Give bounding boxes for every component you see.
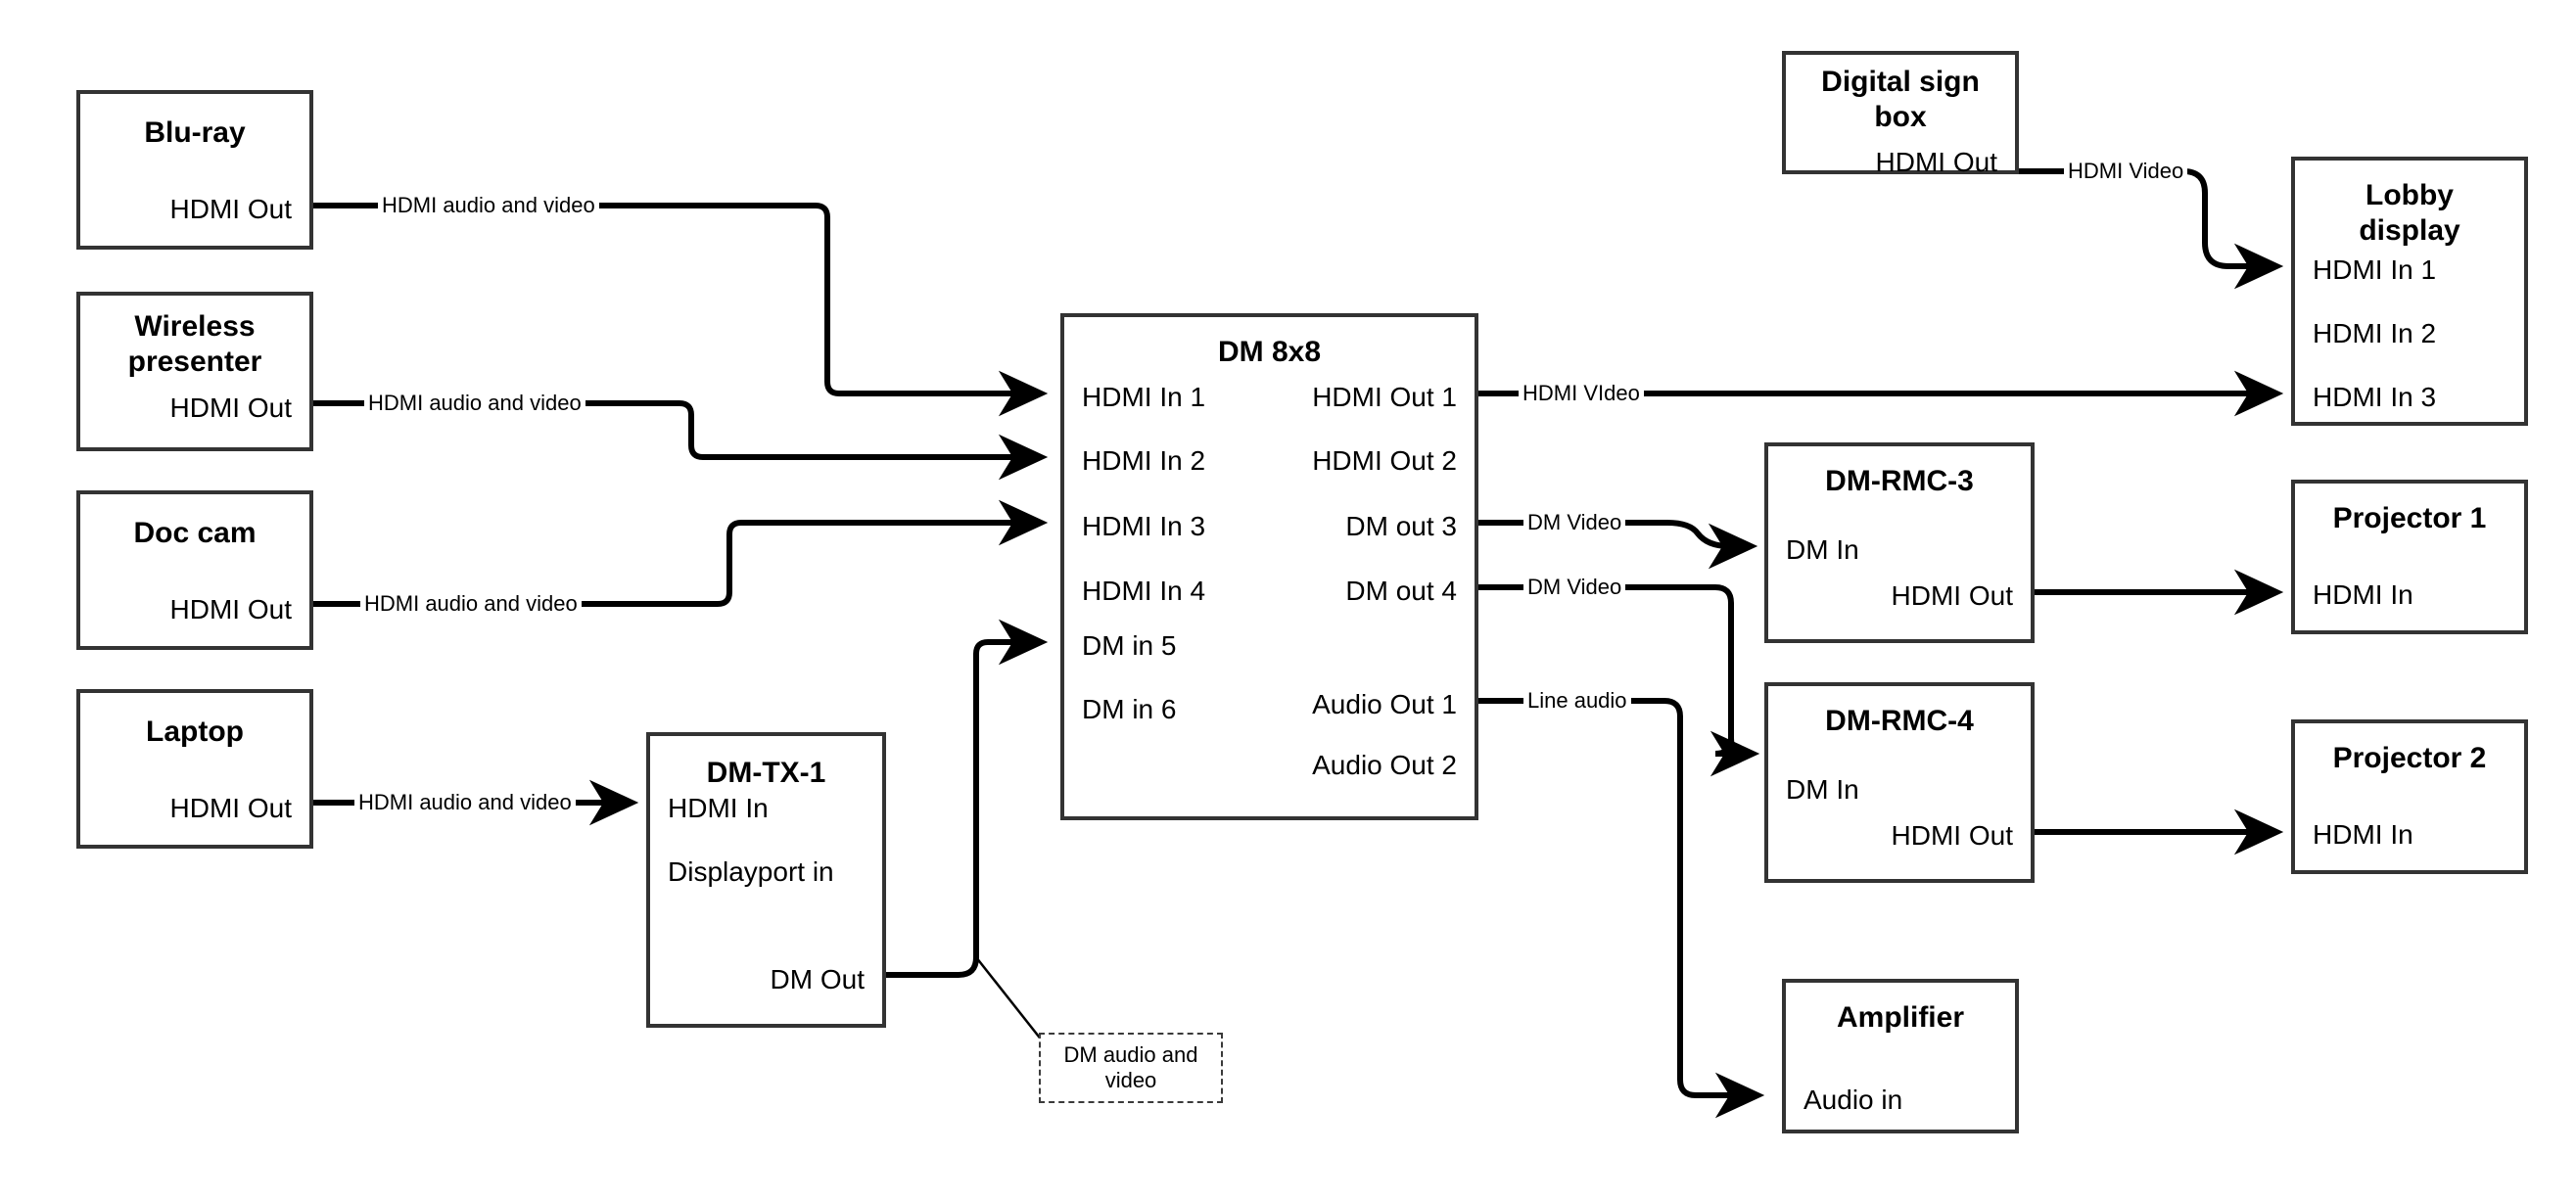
lobby-display-input-hdmi-in-3: HDMI In 3 (2313, 382, 2437, 412)
bluray-title: Blu-ray (144, 116, 246, 149)
dm-8x8-output-dm-out-4: DM out 4 (1345, 576, 1457, 606)
dm-tx-1-port-displayport-in: Displayport in (668, 856, 834, 887)
node-dm-rmc-3[interactable]: DM-RMC-3 DM In HDMI Out (1764, 442, 2035, 643)
dm-8x8-title: DM 8x8 (1217, 336, 1322, 368)
node-digital-sign-box[interactable]: Digital sign box HDMI Out (1782, 51, 2019, 177)
projector-2-port-hdmi-in: HDMI In (2313, 819, 2413, 850)
dm-rmc-4-port-dm-in: DM In (1786, 774, 1859, 805)
digital-sign-box-title-line2: box (1874, 101, 1927, 133)
lobby-display-input-hdmi-in-1: HDMI In 1 (2313, 254, 2437, 285)
wireless-presenter-title-line1: Wireless (134, 310, 256, 343)
lobby-display-title-line2: display (2359, 214, 2460, 247)
dm-tx-1-port-dm-out: DM Out (770, 964, 865, 994)
bluray-port-hdmi-out: HDMI Out (169, 194, 292, 224)
node-amplifier[interactable]: Amplifier Audio in (1782, 979, 2019, 1133)
wireless-presenter-port-hdmi-out: HDMI Out (169, 393, 292, 423)
dm-8x8-input-hdmi-in-3: HDMI In 3 (1082, 511, 1206, 541)
node-lobby-display[interactable]: Lobby display HDMI In 1 HDMI In 2 HDMI I… (2291, 157, 2528, 426)
dm-rmc-4-title: DM-RMC-4 (1825, 705, 1974, 737)
note-dm-audio-and-video: DM audio and video (1039, 1033, 1223, 1103)
wire-label-dm-audioout1-to-amp: Line audio (1523, 689, 1631, 713)
node-laptop[interactable]: Laptop HDMI Out (76, 689, 313, 849)
dm-tx-1-port-hdmi-in: HDMI In (668, 793, 769, 823)
amplifier-title: Amplifier (1836, 1001, 1965, 1034)
dm-8x8-input-hdmi-in-4: HDMI In 4 (1082, 576, 1206, 606)
node-wireless-presenter[interactable]: Wireless presenter HDMI Out (76, 292, 313, 451)
laptop-title: Laptop (146, 716, 244, 748)
wire-sign-to-lobby-in1 (2019, 168, 2284, 290)
wire-dm-out4-to-rmc4 (1478, 584, 1751, 757)
dm-rmc-3-port-hdmi-out: HDMI Out (1891, 580, 2013, 611)
doc-cam-title: Doc cam (133, 517, 257, 549)
projector-2-title: Projector 2 (2332, 742, 2487, 774)
dm-8x8-input-hdmi-in-1: HDMI In 1 (1082, 382, 1206, 412)
lobby-display-input-hdmi-in-2: HDMI In 2 (2313, 318, 2437, 348)
lobby-display-title-line1: Lobby (2365, 179, 2454, 211)
wire-label-laptop-to-tx: HDMI audio and video (354, 791, 576, 814)
dm-8x8-output-hdmi-out-1: HDMI Out 1 (1312, 382, 1457, 412)
dm-8x8-input-hdmi-in-2: HDMI In 2 (1082, 445, 1206, 476)
wire-label-bluray-to-dm: HDMI audio and video (378, 194, 599, 217)
wire-dm-out4-to-rmc4-tail (1710, 730, 1760, 777)
node-dm-tx-1[interactable]: DM-TX-1 HDMI In Displayport in DM Out (646, 732, 886, 1028)
projector-1-title: Projector 1 (2332, 502, 2487, 534)
wireless-presenter-title-line2: presenter (127, 346, 262, 378)
laptop-port-hdmi-out: HDMI Out (169, 793, 292, 823)
node-projector-2[interactable]: Projector 2 HDMI In (2291, 719, 2528, 874)
dm-8x8-output-audio-out-1: Audio Out 1 (1312, 689, 1457, 719)
digital-sign-box-port-hdmi-out: HDMI Out (1875, 147, 1997, 177)
node-dm-rmc-4[interactable]: DM-RMC-4 DM In HDMI Out (1764, 682, 2035, 883)
wire-label-sign-to-lobby: HDMI Video (2064, 160, 2188, 183)
doc-cam-port-hdmi-out: HDMI Out (169, 594, 292, 624)
dm-8x8-output-dm-out-3: DM out 3 (1345, 511, 1457, 541)
dm-8x8-input-dm-in-5: DM in 5 (1082, 630, 1177, 661)
node-dm-8x8[interactable]: DM 8x8 HDMI In 1 HDMI In 2 HDMI In 3 HDM… (1060, 313, 1478, 820)
wire-tx-dmout-to-dm-in5 (886, 619, 1049, 978)
dm-rmc-3-title: DM-RMC-3 (1825, 465, 1974, 497)
dm-8x8-output-audio-out-2: Audio Out 2 (1312, 750, 1457, 780)
wire-label-dm-out4-to-rmc4: DM Video (1523, 576, 1626, 599)
node-doc-cam[interactable]: Doc cam HDMI Out (76, 490, 313, 650)
dm-rmc-4-port-hdmi-out: HDMI Out (1891, 820, 2013, 851)
dm-rmc-3-port-dm-in: DM In (1786, 534, 1859, 565)
wire-label-dm-hdmiout1-to-lobby: HDMI VIdeo (1519, 382, 1644, 405)
node-bluray[interactable]: Blu-ray HDMI Out (76, 90, 313, 250)
wire-label-wireless-to-dm: HDMI audio and video (364, 392, 585, 415)
node-projector-1[interactable]: Projector 1 HDMI In (2291, 480, 2528, 634)
digital-sign-box-title-line1: Digital sign (1821, 66, 1980, 98)
wire-dm-audioout1-to-amp (1478, 698, 1765, 1119)
wire-label-dm-out3-to-rmc3: DM Video (1523, 511, 1626, 534)
amplifier-port-audio-in: Audio in (1803, 1085, 1903, 1115)
wire-label-doccam-to-dm: HDMI audio and video (360, 592, 582, 616)
dm-8x8-input-dm-in-6: DM in 6 (1082, 694, 1177, 724)
dm-8x8-output-hdmi-out-2: HDMI Out 2 (1312, 445, 1457, 476)
dm-tx-1-title: DM-TX-1 (706, 757, 826, 789)
wire-bluray-to-dm-in1 (313, 203, 1049, 417)
projector-1-port-hdmi-in: HDMI In (2313, 579, 2413, 610)
